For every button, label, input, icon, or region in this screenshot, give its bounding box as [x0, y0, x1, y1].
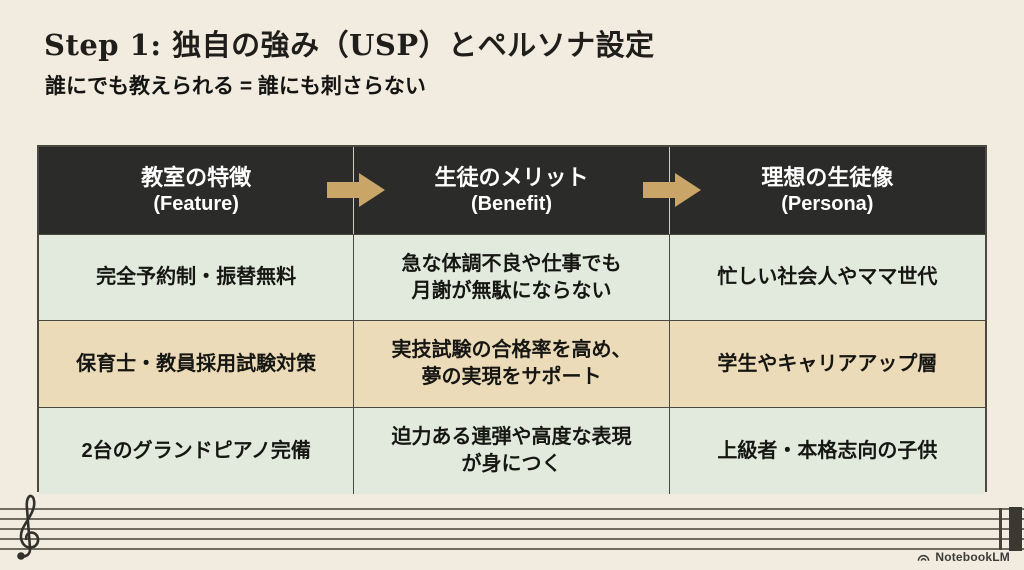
staff-barline-thick	[1009, 507, 1022, 551]
table-cell-r1c2: 急な体調不良や仕事でも 月謝が無駄にならない	[354, 234, 670, 320]
table-cell-r3c2: 迫力ある連弾や高度な表現 が身につく	[354, 407, 670, 494]
table-header-persona: 理想の生徒像 (Persona)	[669, 147, 985, 234]
table-cell-r1c1: 完全予約制・振替無料	[39, 234, 355, 320]
header-persona-ja: 理想の生徒像	[761, 165, 894, 191]
arrow-right-icon	[643, 173, 701, 207]
table-cell-r3c1: 2台のグランドピアノ完備	[39, 407, 355, 494]
arrow-right-icon	[327, 173, 385, 207]
usp-persona-table: 教室の特徴 (Feature) 生徒のメリット (Benefit) 理想の生徒像…	[37, 145, 987, 494]
table-header-benefit: 生徒のメリット (Benefit)	[354, 147, 670, 234]
brand-label: NotebookLM	[935, 550, 1010, 564]
header-benefit-en: (Benefit)	[470, 192, 553, 215]
table-cell-r1c3: 忙しい社会人やママ世代	[669, 234, 985, 320]
table-cell-r2c2: 実技試験の合格率を高め、 夢の実現をサポート	[354, 320, 670, 407]
table-cell-r2c3: 学生やキャリアアップ層	[669, 320, 985, 407]
staff-barline-thin	[999, 508, 1002, 550]
treble-clef-icon	[17, 494, 40, 560]
staff-line	[0, 548, 1024, 550]
page-subtitle: 誰にでも教えられる = 誰にも刺さらない	[45, 75, 426, 98]
header-feature-ja: 教室の特徴	[141, 165, 252, 191]
staff-line	[0, 528, 1024, 530]
notebooklm-logo-icon	[917, 554, 930, 561]
header-benefit-ja: 生徒のメリット	[434, 165, 589, 191]
table-cell-r3c3: 上級者・本格志向の子供	[669, 407, 985, 494]
footer-brand: NotebookLM	[917, 550, 1010, 564]
staff-line	[0, 518, 1024, 520]
table-header-feature: 教室の特徴 (Feature)	[39, 147, 355, 234]
page-title: Step 1: 独自の強み（USP）とペルソナ設定	[44, 28, 655, 62]
header-feature-en: (Feature)	[153, 192, 239, 215]
staff-line	[0, 538, 1024, 540]
table-cell-r2c1: 保育士・教員採用試験対策	[39, 320, 355, 407]
header-persona-en: (Persona)	[781, 192, 874, 215]
staff-line	[0, 508, 1024, 510]
